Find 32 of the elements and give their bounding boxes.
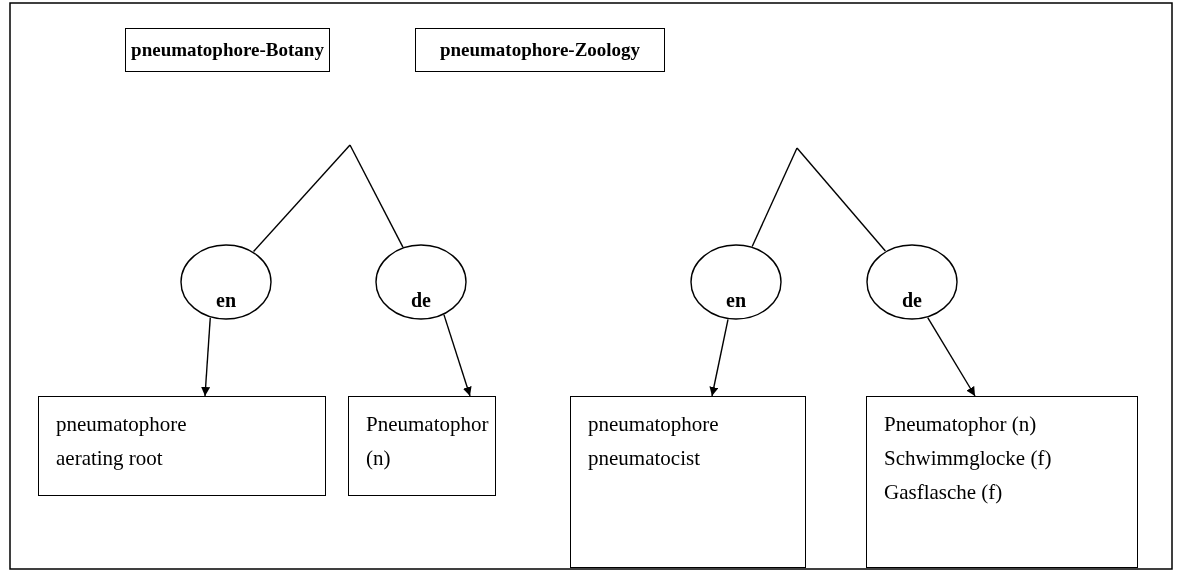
language-code: de [901, 289, 923, 312]
heading-text: pneumatophore-Botany [131, 39, 324, 61]
connector-line [252, 144, 351, 253]
language-oval [180, 244, 272, 320]
term-text: Schwimmglocke (f) [884, 445, 1053, 472]
term-text: Pneumatophor (n) [366, 411, 487, 472]
connector-line [796, 147, 887, 252]
term-text: pneumatophore [588, 411, 720, 438]
term-box [866, 396, 1138, 568]
language-oval [375, 244, 467, 320]
arrow [201, 317, 211, 397]
term-box [348, 396, 496, 496]
term-text: pneumatophore [56, 411, 188, 438]
arrow [443, 314, 472, 397]
connector-line [751, 147, 798, 248]
arrow [709, 318, 729, 397]
heading-box [125, 28, 330, 72]
heading-text: pneumatophore-Zoology [439, 39, 641, 61]
language-code: en [725, 289, 747, 312]
language-code: en [215, 289, 237, 312]
term-text: pneumatocist [588, 445, 701, 472]
term-box [570, 396, 806, 568]
heading-box [415, 28, 665, 72]
language-oval [690, 244, 782, 320]
language-code: de [410, 289, 432, 312]
term-text: Pneumatophor (n) [884, 411, 1038, 438]
term-text: Gasflasche (f) [884, 479, 1004, 506]
connector-line [349, 144, 404, 248]
language-oval [866, 244, 958, 320]
term-box [38, 396, 326, 496]
arrow [927, 317, 976, 397]
term-text: aerating root [56, 445, 164, 472]
